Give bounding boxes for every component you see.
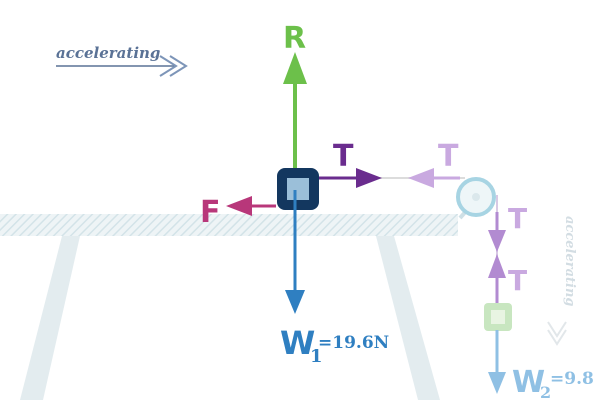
reaction-label: R: [283, 21, 306, 56]
weight-1-subscript: 1: [310, 346, 323, 367]
double-chevron-down-icon-2: [547, 329, 567, 346]
tension-arrow-main: T: [318, 139, 382, 188]
tension-label-faded-left: T: [438, 139, 459, 174]
double-chevron-right-icon: [159, 55, 178, 77]
pulley: [456, 177, 496, 220]
weight-2-value: =9.8: [550, 369, 594, 389]
block-2: [484, 303, 512, 331]
weight-2-arrow: W 2 =9.8: [488, 330, 594, 402]
tension-arrow-faded-up: T: [488, 254, 527, 305]
arrow-down-icon: [488, 230, 506, 252]
arrow-down-icon: [285, 290, 305, 314]
arrow-up-icon: [488, 254, 506, 278]
motion-indicator-horizontal: accelerating: [56, 44, 188, 77]
double-chevron-right-icon-2: [169, 55, 188, 77]
arrow-left-icon: [226, 196, 252, 216]
arrow-down-icon: [488, 372, 506, 394]
tension-label-main: T: [333, 139, 354, 174]
arrow-right-icon: [356, 168, 382, 188]
table-leg-left: [20, 236, 80, 400]
arrow-up-icon: [283, 52, 307, 84]
weight-1-value: =19.6N: [318, 333, 389, 353]
friction-label: F: [200, 195, 221, 230]
tension-arrow-faded-left: T: [408, 139, 460, 188]
block-2-centre: [491, 310, 505, 324]
weight-1-label: W: [280, 324, 315, 362]
block-1-centre: [287, 178, 309, 200]
table-leg-right: [376, 236, 440, 400]
weight-2-symbol: W: [512, 365, 545, 400]
motion-indicator-vertical: accelerating: [547, 216, 577, 346]
weight-2-subscript: 2: [540, 383, 551, 400]
weight-1-symbol: W: [280, 324, 315, 362]
friction-arrow: F: [200, 195, 276, 230]
tension-label-faded-down: T: [508, 202, 527, 235]
tension-arrow-faded-down: T: [488, 202, 527, 252]
table-top: [0, 214, 458, 236]
arrow-left-icon: [408, 168, 434, 188]
accelerating-label-top: accelerating: [56, 44, 160, 62]
block-1: [277, 168, 319, 210]
accelerating-label-side: accelerating: [562, 216, 577, 307]
table: [0, 214, 458, 400]
weight-1-arrow: W 1 =19.6N: [280, 190, 389, 367]
pulley-axle: [472, 193, 480, 201]
double-chevron-down-icon: [547, 321, 567, 338]
tension-label-faded-up: T: [508, 264, 527, 297]
